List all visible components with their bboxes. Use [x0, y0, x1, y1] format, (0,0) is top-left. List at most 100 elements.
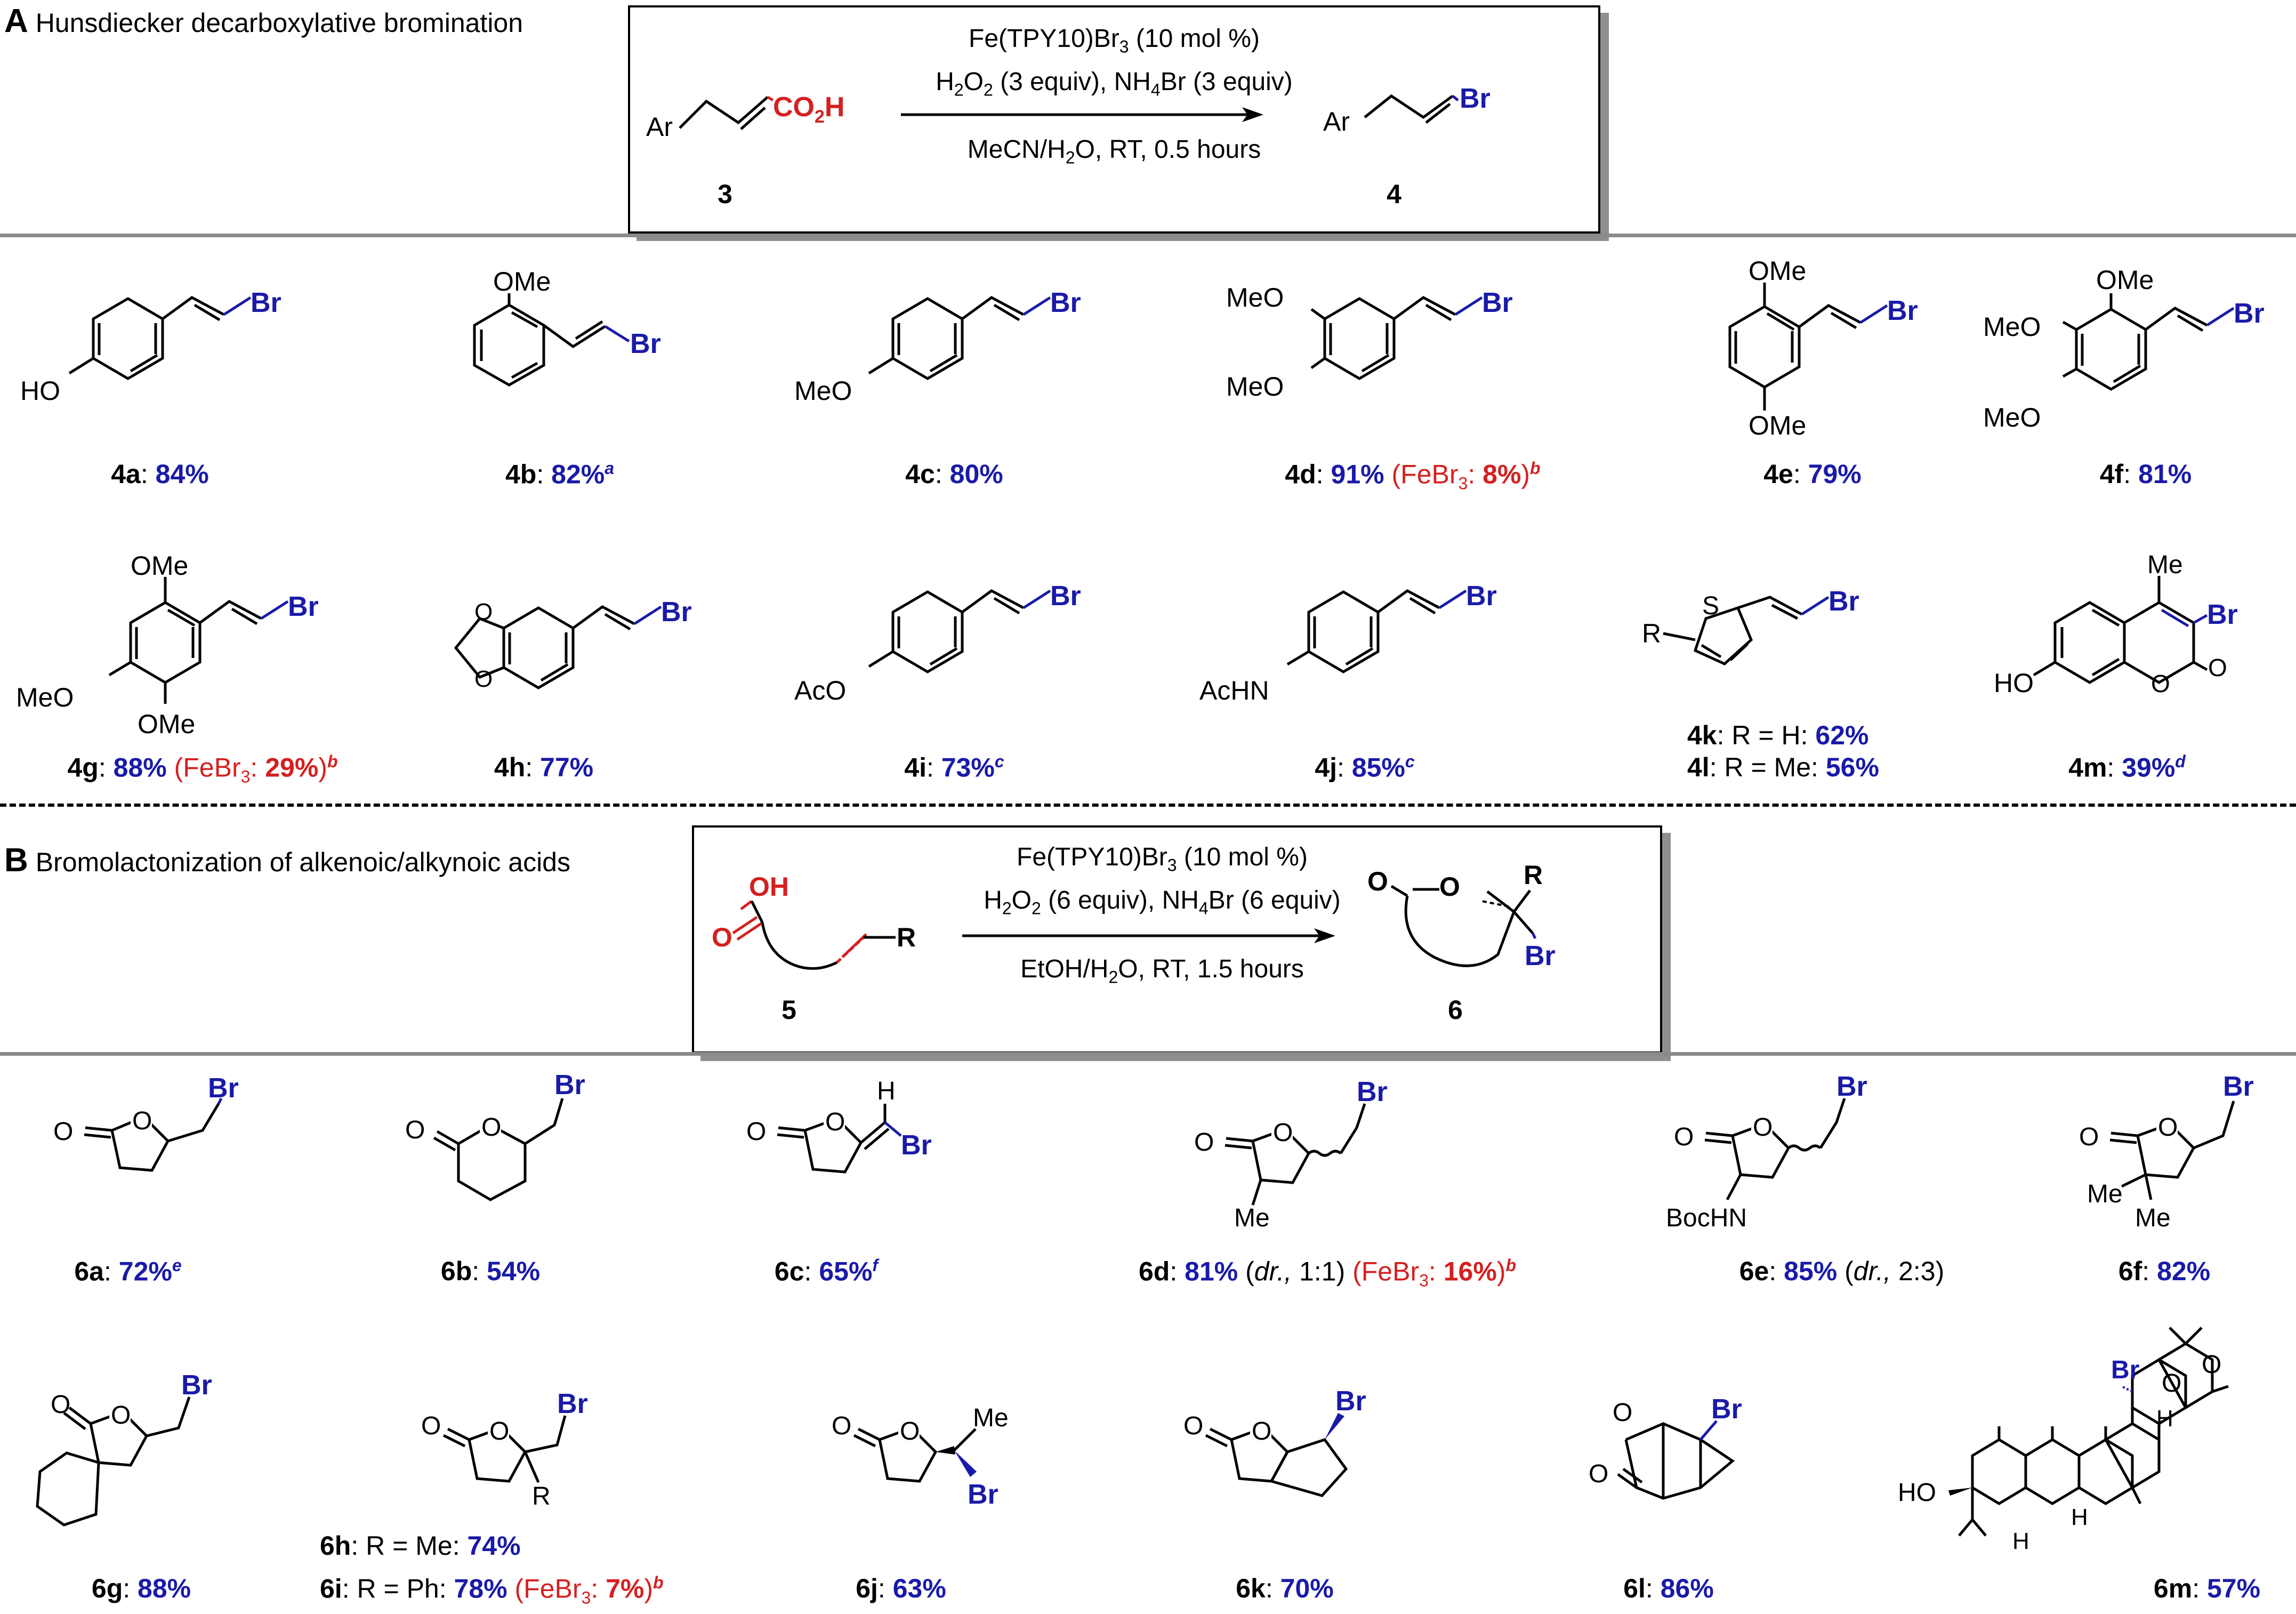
- o-label: O: [489, 1417, 509, 1446]
- o-label: O: [825, 1108, 845, 1136]
- ho-label: HO: [1994, 668, 2034, 698]
- label-6e: 6e: 85% (dr., 2:3): [1739, 1256, 1945, 1286]
- label-4b: 4b: 82%a: [505, 459, 615, 489]
- panel-a-cond-solvent: MeCN/H2O, RT, 0.5 hours: [967, 135, 1261, 167]
- structure-4k-4l: S R Br: [1642, 586, 1859, 665]
- panel-a-title: Hunsdiecker decarboxylative bromination: [35, 8, 523, 38]
- panel-a-reactant-co2h: CO2H: [773, 92, 844, 127]
- label-4e: 4e: 79%: [1763, 459, 1862, 489]
- section-divider: [0, 804, 2296, 807]
- structure-6l: O O Br: [1589, 1394, 1742, 1500]
- panel-a-reactant-label: 3: [718, 179, 732, 209]
- panel-a-conditions-top: Fe(TPY10)Br3 (10 mol %) H2O2 (3 equiv), …: [896, 21, 1333, 107]
- label-4a: 4a: 84%: [111, 459, 209, 489]
- r-label: R: [532, 1482, 551, 1511]
- s-label: S: [1702, 592, 1719, 620]
- structure-4g: OMe MeO OMe Br: [16, 551, 319, 739]
- ome-label: OMe: [2096, 265, 2154, 295]
- br-label: Br: [251, 287, 281, 318]
- structure-6j: O O Me Br: [832, 1404, 1009, 1510]
- panel-b-product-structure: O O R Br: [1367, 860, 1556, 971]
- label-6g: 6g: 88%: [91, 1573, 191, 1603]
- o-label: O: [712, 922, 732, 952]
- label-4g: 4g: 88% (FeBr3: 29%)b: [67, 752, 338, 786]
- h-label: H: [2071, 1504, 2088, 1530]
- br-label: Br: [2207, 599, 2238, 630]
- br-label: Br: [208, 1073, 239, 1104]
- o-label: O: [111, 1401, 131, 1430]
- structure-6b: O O Br: [405, 1070, 585, 1201]
- br-label: Br: [1050, 581, 1081, 612]
- br-label: Br: [1836, 1071, 1867, 1102]
- label-6a: 6a: 72%e: [74, 1256, 182, 1287]
- o-label: O: [746, 1118, 766, 1146]
- panel-a-header: A Hunsdiecker decarboxylative brominatio…: [4, 2, 523, 40]
- o-label: O: [2162, 1369, 2181, 1398]
- br-label: Br: [2223, 1071, 2254, 1102]
- structure-4d: Br MeO MeO: [1226, 283, 1513, 402]
- label-6d: 6d: 81% (dr., 1:1) (FeBr3: 16%)b: [1138, 1256, 1517, 1290]
- structure-6a: O O Br: [53, 1073, 239, 1172]
- label-4d: 4d: 91% (FeBr3: 8%)b: [1285, 459, 1541, 493]
- aco-label: AcO: [794, 676, 846, 705]
- panel-a-product-ar: Ar: [1323, 107, 1350, 136]
- label-4f: 4f: 81%: [2099, 459, 2192, 489]
- label-6j: 6j: 63%: [856, 1573, 946, 1603]
- label-4j: 4j: 85%c: [1315, 752, 1415, 783]
- label-6k: 6k: 70%: [1236, 1573, 1334, 1603]
- o-label: O: [1613, 1399, 1632, 1427]
- bochn-label: BocHN: [1666, 1204, 1747, 1232]
- structure-4h: O O Br: [454, 597, 692, 692]
- oh-label: OH: [749, 872, 789, 902]
- structure-6h-6i: O O R Br: [421, 1388, 588, 1511]
- panel-a-product-br: Br: [1460, 83, 1491, 114]
- r-label: R: [897, 922, 916, 952]
- h-label: H: [2012, 1528, 2029, 1554]
- meo-label: MeO: [1226, 372, 1284, 402]
- panel-a-reactant-ar: Ar: [646, 112, 673, 142]
- panel-b-title: Bromolactonization of alkenoic/alkynoic …: [35, 847, 570, 877]
- meo-label: MeO: [1983, 312, 2041, 342]
- o-label: O: [1367, 866, 1388, 896]
- o-label: O: [405, 1116, 425, 1144]
- o-label: O: [481, 1113, 501, 1142]
- br-label: Br: [2111, 1356, 2139, 1384]
- panel-b-header: B Bromolactonization of alkenoic/alkynoi…: [4, 841, 570, 879]
- panel-b-reactant-structure: OH O R: [712, 872, 916, 970]
- br-label: Br: [968, 1479, 998, 1510]
- r-label: R: [1642, 619, 1661, 648]
- panel-b-product-label: 6: [1448, 995, 1463, 1025]
- panel-a-cond-oxidant: H2O2 (3 equiv), NH4Br (3 equiv): [936, 67, 1293, 100]
- panel-b-divider: [0, 1052, 2296, 1056]
- structure-4j: AcHN Br: [1199, 581, 1497, 705]
- label-4i: 4i: 73%c: [904, 752, 1004, 783]
- meo-label: MeO: [16, 682, 74, 712]
- ome-label: OMe: [493, 267, 551, 296]
- panel-b-cond-solvent: EtOH/H2O, RT, 1.5 hours: [1020, 955, 1304, 987]
- me-label: Me: [973, 1404, 1009, 1432]
- br-label: Br: [1466, 581, 1497, 612]
- panel-b-reactant-label: 5: [782, 995, 796, 1025]
- o-label: O: [2202, 1351, 2221, 1379]
- br-label: Br: [2234, 298, 2265, 329]
- meo-label: MeO: [794, 376, 852, 406]
- br-label: Br: [1335, 1386, 1366, 1417]
- o-label: O: [900, 1417, 920, 1446]
- ho-label: HO: [1898, 1479, 1936, 1507]
- o-label: O: [1589, 1460, 1608, 1488]
- br-label: Br: [557, 1388, 588, 1419]
- br-label: Br: [288, 591, 319, 622]
- o-label: O: [2151, 670, 2170, 697]
- label-4c: 4c: 80%: [905, 459, 1003, 489]
- o-label: O: [832, 1412, 851, 1440]
- panel-a-reactant-structure: Ar CO2H: [646, 92, 844, 142]
- structure-6g: O O Br: [36, 1370, 212, 1527]
- panel-b-reaction-arrow: [962, 928, 1335, 943]
- o-label: O: [51, 1391, 70, 1419]
- label-6i: 6i: R = Ph: 78% (FeBr3: 7%)b: [320, 1573, 664, 1608]
- label-4h: 4h: 77%: [494, 752, 594, 782]
- structure-6c: O O H Br: [746, 1077, 932, 1174]
- structure-4c: Br MeO: [794, 287, 1081, 406]
- label-6l: 6l: 86%: [1623, 1573, 1714, 1603]
- br-label: Br: [181, 1370, 212, 1401]
